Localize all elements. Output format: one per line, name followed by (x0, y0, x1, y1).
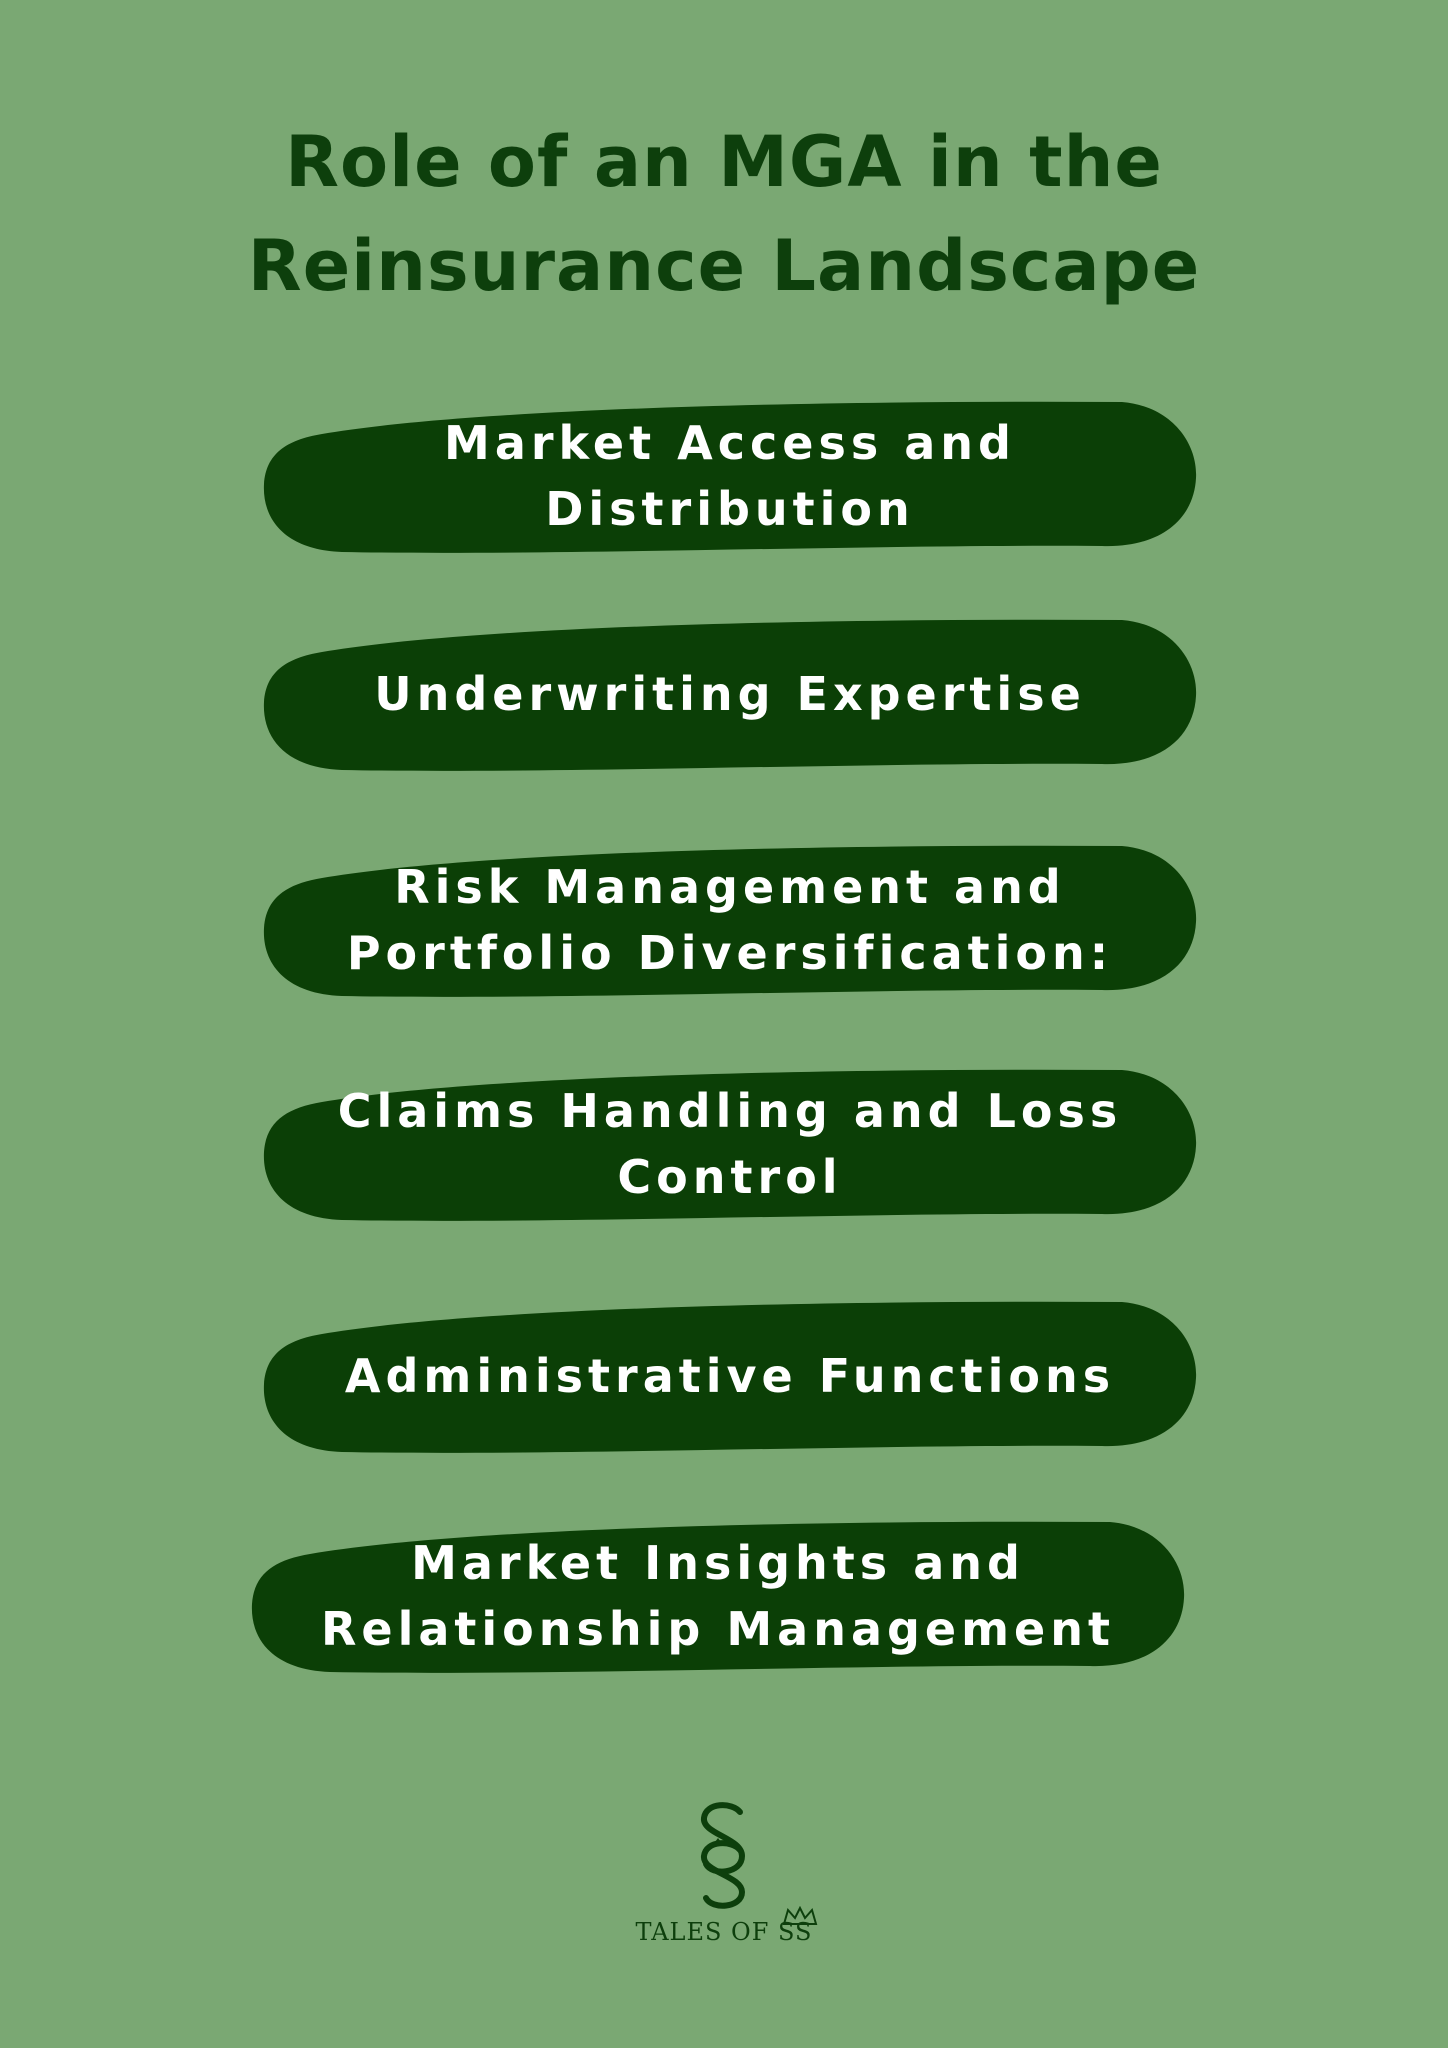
brush-stroke-shape (263, 619, 1197, 771)
page-title-line-1: Role of an MGA in the (285, 121, 1163, 203)
item-label: Underwriting Expertise (374, 667, 1086, 721)
item-market-insights: Market Insights and Relationship Managem… (250, 1516, 1186, 1676)
brush-stroke-shape (263, 401, 1197, 553)
brush-stroke-shape (263, 1069, 1197, 1221)
brush-stroke-shape (263, 845, 1197, 997)
page-title-line-2: Reinsurance Landscape (247, 225, 1201, 307)
item-administrative-functions: Administrative Functions (262, 1296, 1198, 1456)
brand-name: TALES OF SS (635, 1918, 813, 1946)
page-title: Role of an MGA in the Reinsurance Landsc… (0, 110, 1448, 318)
item-claims-handling: Claims Handling and Loss Control (262, 1064, 1198, 1224)
ss-monogram-icon (701, 1802, 746, 1909)
item-underwriting-expertise: Underwriting Expertise (262, 614, 1198, 774)
brush-stroke-shape (251, 1521, 1185, 1673)
item-label: Market Insights and Relationship Managem… (321, 1536, 1115, 1656)
brand-logo: TALES OF SS (624, 1800, 824, 1960)
item-market-access: Market Access and Distribution (262, 396, 1198, 556)
item-label: Administrative Functions (344, 1349, 1116, 1403)
item-label: Risk Management and Portfolio Diversific… (346, 860, 1114, 980)
item-risk-management: Risk Management and Portfolio Diversific… (262, 840, 1198, 1000)
crown-icon (782, 1906, 818, 1925)
brush-stroke-shape (263, 1301, 1197, 1453)
item-label: Market Access and Distribution (444, 416, 1016, 536)
item-label: Claims Handling and Loss Control (337, 1084, 1123, 1204)
